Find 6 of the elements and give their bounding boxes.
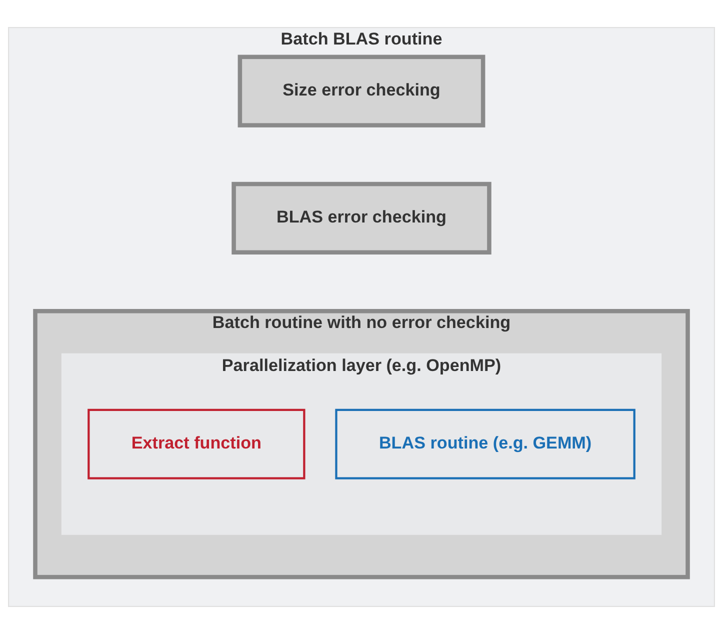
cluster	[61, 353, 662, 535]
node-box	[88, 408, 306, 480]
cluster	[33, 308, 690, 580]
node-box	[335, 408, 636, 480]
node-box	[238, 54, 486, 128]
node-box	[232, 182, 492, 254]
